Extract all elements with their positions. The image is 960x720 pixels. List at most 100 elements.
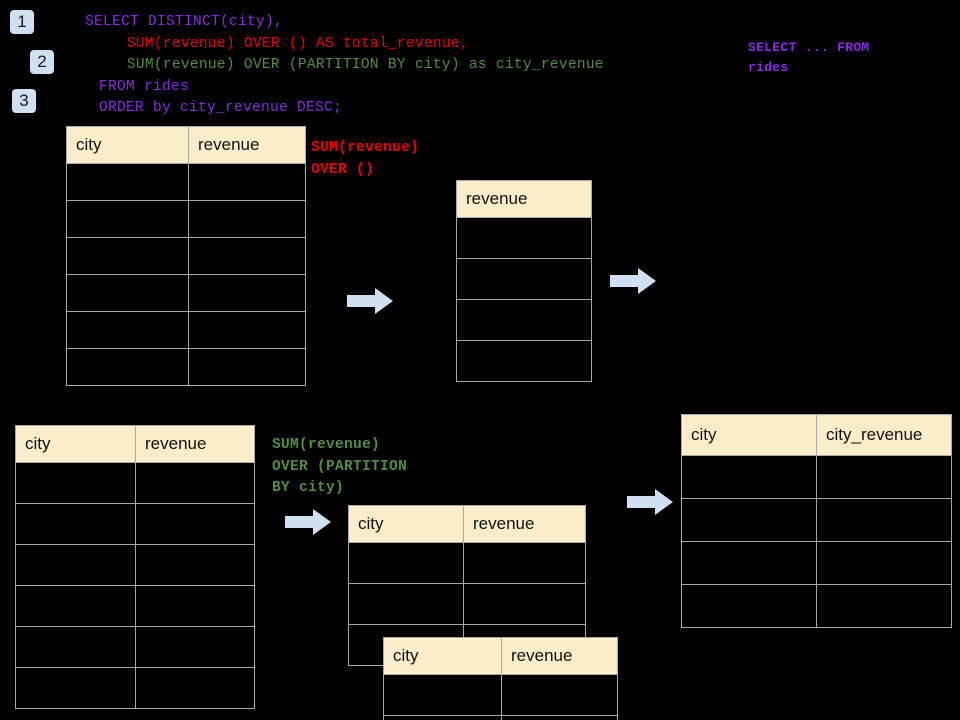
table-cell bbox=[135, 667, 255, 709]
table-cell bbox=[135, 462, 255, 504]
table-cell bbox=[681, 498, 817, 542]
table-cell bbox=[681, 584, 817, 628]
sql-line-2: SUM(revenue) OVER () AS total_revenue, bbox=[126, 35, 469, 52]
table-cell bbox=[501, 715, 618, 720]
sql-line-4: FROM rides bbox=[98, 78, 189, 95]
table-cell bbox=[816, 584, 952, 628]
table-row bbox=[66, 163, 306, 201]
table-cell bbox=[188, 163, 306, 201]
table-row bbox=[15, 462, 255, 504]
table-cell bbox=[383, 674, 502, 716]
table-row bbox=[15, 544, 255, 586]
table-cell bbox=[681, 455, 817, 499]
column-header-revenue: revenue bbox=[463, 505, 586, 543]
table-row bbox=[15, 585, 255, 627]
table-cell bbox=[66, 200, 189, 238]
annotation-source-query: SELECT ... FROM rides bbox=[748, 40, 870, 75]
table-row bbox=[15, 503, 255, 545]
table-cell bbox=[15, 626, 136, 668]
table-cell bbox=[348, 542, 464, 584]
table-row bbox=[66, 274, 306, 312]
table-cell bbox=[135, 544, 255, 586]
table-cell bbox=[188, 348, 306, 386]
annotation-sum-over-part: SUM(revenue) OVER (PARTITION BY city) bbox=[272, 437, 408, 496]
column-header-city: city bbox=[66, 126, 189, 164]
table-cell bbox=[135, 503, 255, 545]
table-cell bbox=[681, 541, 817, 585]
table-total-revenue: revenue bbox=[456, 180, 592, 382]
table-row bbox=[681, 584, 952, 628]
table-row bbox=[383, 674, 618, 716]
table-cell bbox=[15, 667, 136, 709]
arrow-source-to-total bbox=[347, 288, 393, 314]
table-cell bbox=[348, 583, 464, 625]
table-row bbox=[66, 311, 306, 349]
table-cell bbox=[501, 674, 618, 716]
table-cell bbox=[816, 498, 952, 542]
table-cell bbox=[188, 311, 306, 349]
table-cell bbox=[135, 585, 255, 627]
table-cell bbox=[456, 299, 592, 341]
table-cell bbox=[15, 544, 136, 586]
table-cell bbox=[456, 340, 592, 382]
table-row bbox=[681, 498, 952, 542]
table-row bbox=[15, 626, 255, 668]
column-header-city: city bbox=[15, 425, 136, 463]
table-cell bbox=[463, 542, 586, 584]
sql-line-3: SUM(revenue) OVER (PARTITION BY city) as… bbox=[126, 57, 604, 73]
arrow-right-icon bbox=[610, 268, 656, 294]
table-cell bbox=[66, 274, 189, 312]
step-badge-3: 3 bbox=[12, 89, 36, 113]
table-cell bbox=[188, 237, 306, 275]
step-badge-1: 1 bbox=[10, 10, 34, 34]
table-row bbox=[456, 340, 592, 382]
table-cell bbox=[188, 274, 306, 312]
sql-line-5: ORDER by city_revenue DESC; bbox=[98, 100, 342, 116]
column-header-revenue: revenue bbox=[456, 180, 592, 218]
table-header-row: revenue bbox=[456, 180, 592, 218]
table-cell bbox=[66, 311, 189, 349]
table-cell bbox=[66, 163, 189, 201]
table-row bbox=[66, 348, 306, 386]
table-cell bbox=[15, 503, 136, 545]
table-cell bbox=[816, 455, 952, 499]
arrow-source-to-groups bbox=[285, 509, 331, 535]
column-header-city: city bbox=[383, 637, 502, 675]
column-header-city: city bbox=[348, 505, 464, 543]
table-cell bbox=[456, 258, 592, 300]
table-row bbox=[681, 541, 952, 585]
column-header-city_revenue: city_revenue bbox=[816, 414, 952, 456]
table-cell bbox=[456, 217, 592, 259]
table-cell bbox=[383, 715, 502, 720]
column-header-city: city bbox=[681, 414, 817, 456]
table-row bbox=[15, 667, 255, 709]
sql-line-1: SELECT DISTINCT(city), bbox=[85, 14, 284, 30]
table-cell bbox=[188, 200, 306, 238]
table-row bbox=[66, 200, 306, 238]
column-header-revenue: revenue bbox=[135, 425, 255, 463]
table-cell bbox=[15, 585, 136, 627]
table-row bbox=[681, 455, 952, 499]
table-cell bbox=[66, 237, 189, 275]
table-row bbox=[456, 299, 592, 341]
table-cell bbox=[463, 583, 586, 625]
table-row bbox=[348, 542, 586, 584]
arrow-right-icon bbox=[347, 288, 393, 314]
arrow-total-to-result bbox=[610, 268, 656, 294]
column-header-revenue: revenue bbox=[188, 126, 306, 164]
table-cell bbox=[66, 348, 189, 386]
table-row bbox=[456, 258, 592, 300]
table-row bbox=[383, 715, 618, 720]
table-row bbox=[456, 217, 592, 259]
column-header-revenue: revenue bbox=[501, 637, 618, 675]
table-row bbox=[66, 237, 306, 275]
